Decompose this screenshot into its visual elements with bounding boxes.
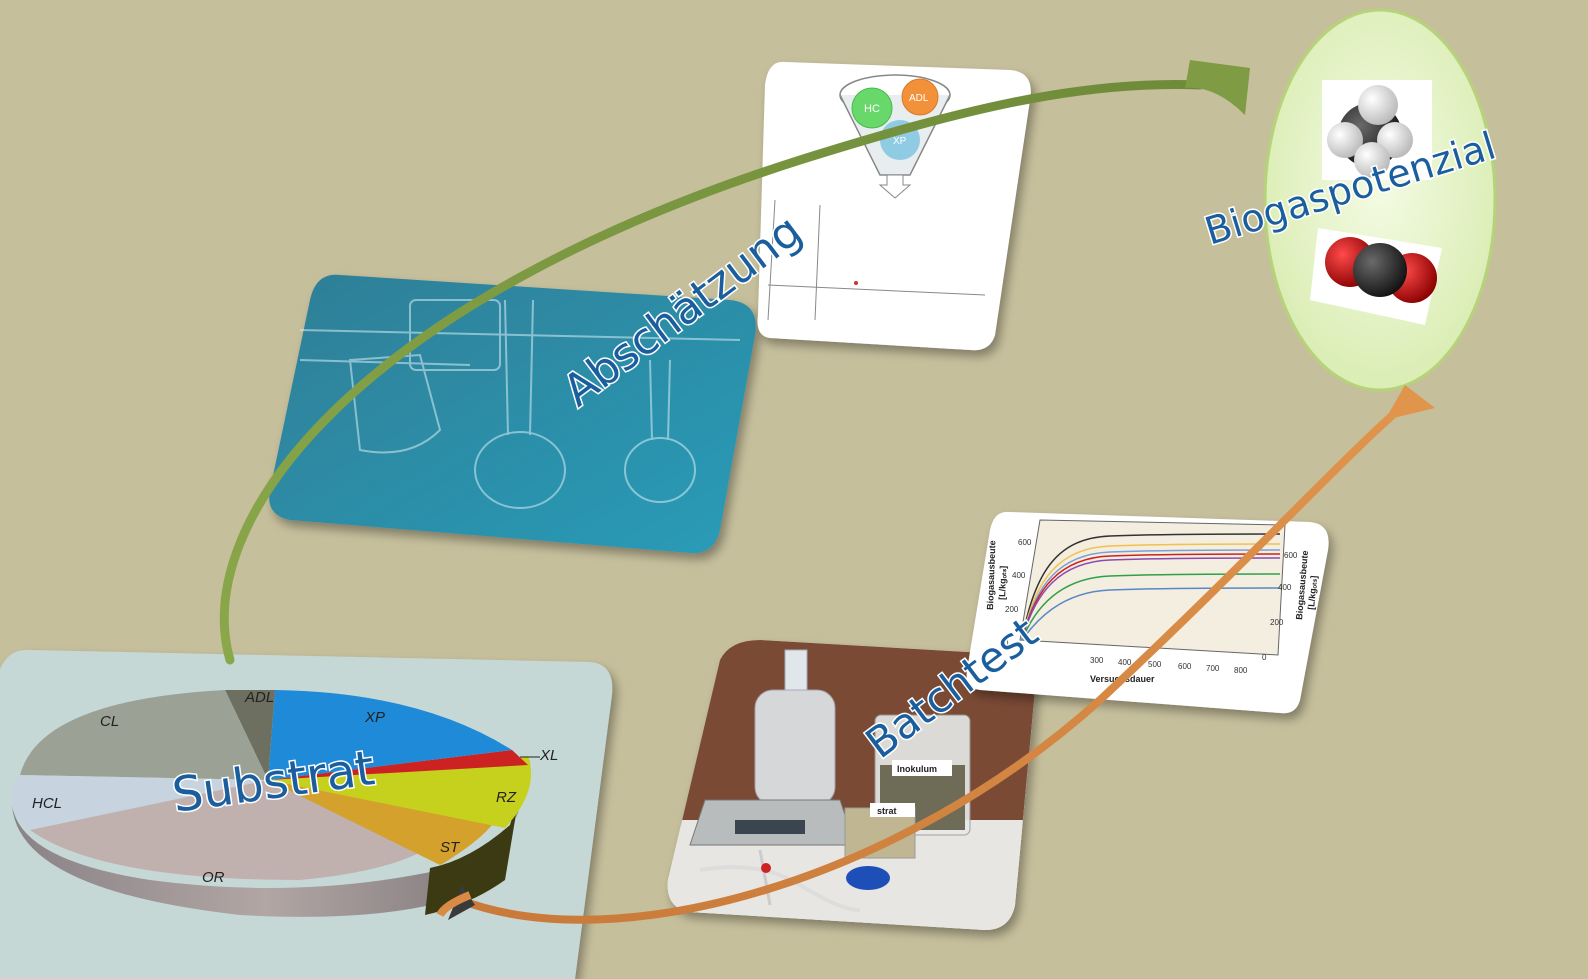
batch-chart-y-ticks-right: 600 400 200 0 (1262, 551, 1298, 662)
batch-photo: Inokulum strat (667, 640, 1036, 930)
batch-chart-ylabel-right-unit: [L/kgₒₜₛ] (1306, 575, 1319, 610)
photo-label-substrat: strat (877, 806, 897, 816)
batch-chart-ylabel-left-unit: [L/kgₒₜₛ] (997, 566, 1008, 601)
batch-chart-x-ticks: 300 400 500 600 700 800 (1090, 656, 1248, 675)
batch-curves (1021, 533, 1281, 641)
pie-label-cl: CL (100, 713, 119, 730)
y-tick-left-0: 0 (1004, 639, 1009, 648)
green-arrow (219, 60, 1250, 665)
batch-curve (1021, 553, 1281, 641)
batch-curve (1021, 557, 1281, 641)
pie-label-xl: XL (539, 747, 558, 764)
methane-molecule-icon (1322, 80, 1432, 180)
y-tick-left-600: 600 (1018, 538, 1032, 547)
batch-curve (1021, 549, 1281, 641)
pie-segment-xl (268, 750, 528, 780)
batch-curve (1021, 573, 1281, 641)
orange-arrow (436, 385, 1435, 924)
pie-label-xp: XP (364, 709, 385, 726)
funnel-label-adl: ADL (909, 93, 929, 104)
pie-segment-hcl (11, 775, 269, 830)
batch-curve (1021, 587, 1281, 641)
pie-label-st: ST (440, 839, 461, 856)
x-tick-800: 800 (1234, 666, 1248, 675)
batch-curve (1021, 543, 1281, 641)
batch-chart-ylabel-left: Biogasausbeute (985, 540, 997, 610)
pie-label-adl: ADL (244, 689, 274, 706)
pie-label-or: OR (202, 869, 225, 886)
biogas-oval (1263, 8, 1497, 392)
mini-plot (767, 199, 986, 321)
y-tick-right-400: 400 (1278, 583, 1292, 592)
x-tick-600: 600 (1178, 662, 1192, 671)
pie-label-hcl: HCL (32, 795, 62, 812)
pie-chart: ADL XP XL RZ ST OR HCL CL (11, 689, 558, 917)
batch-chart-y-ticks-left: 600 400 200 0 (1004, 538, 1032, 648)
substrat-panel: ADL XP XL RZ ST OR HCL CL (0, 649, 613, 979)
x-tick-500: 500 (1148, 660, 1162, 669)
photo-label-inokulum: Inokulum (897, 764, 937, 774)
pie-label-rz: RZ (496, 789, 517, 806)
y-tick-left-400: 400 (1012, 571, 1026, 580)
y-tick-right-200: 200 (1270, 618, 1284, 627)
funnel-label-hc: HC (864, 103, 880, 115)
pie-segment-cl (20, 690, 268, 780)
x-tick-700: 700 (1206, 664, 1220, 673)
batch-curve (1021, 533, 1281, 641)
funnel-label-xp: XP (893, 136, 907, 147)
lab-image-panel (269, 274, 756, 554)
y-tick-right-600: 600 (1284, 551, 1298, 560)
y-tick-right-0: 0 (1262, 653, 1267, 662)
x-tick-400: 400 (1118, 658, 1132, 667)
pie-segment-xp (268, 690, 512, 780)
x-tick-300: 300 (1090, 656, 1104, 665)
y-tick-left-200: 200 (1005, 605, 1019, 614)
pie-segment-adl (225, 690, 275, 780)
carbon-dioxide-molecule-icon (1310, 228, 1442, 325)
